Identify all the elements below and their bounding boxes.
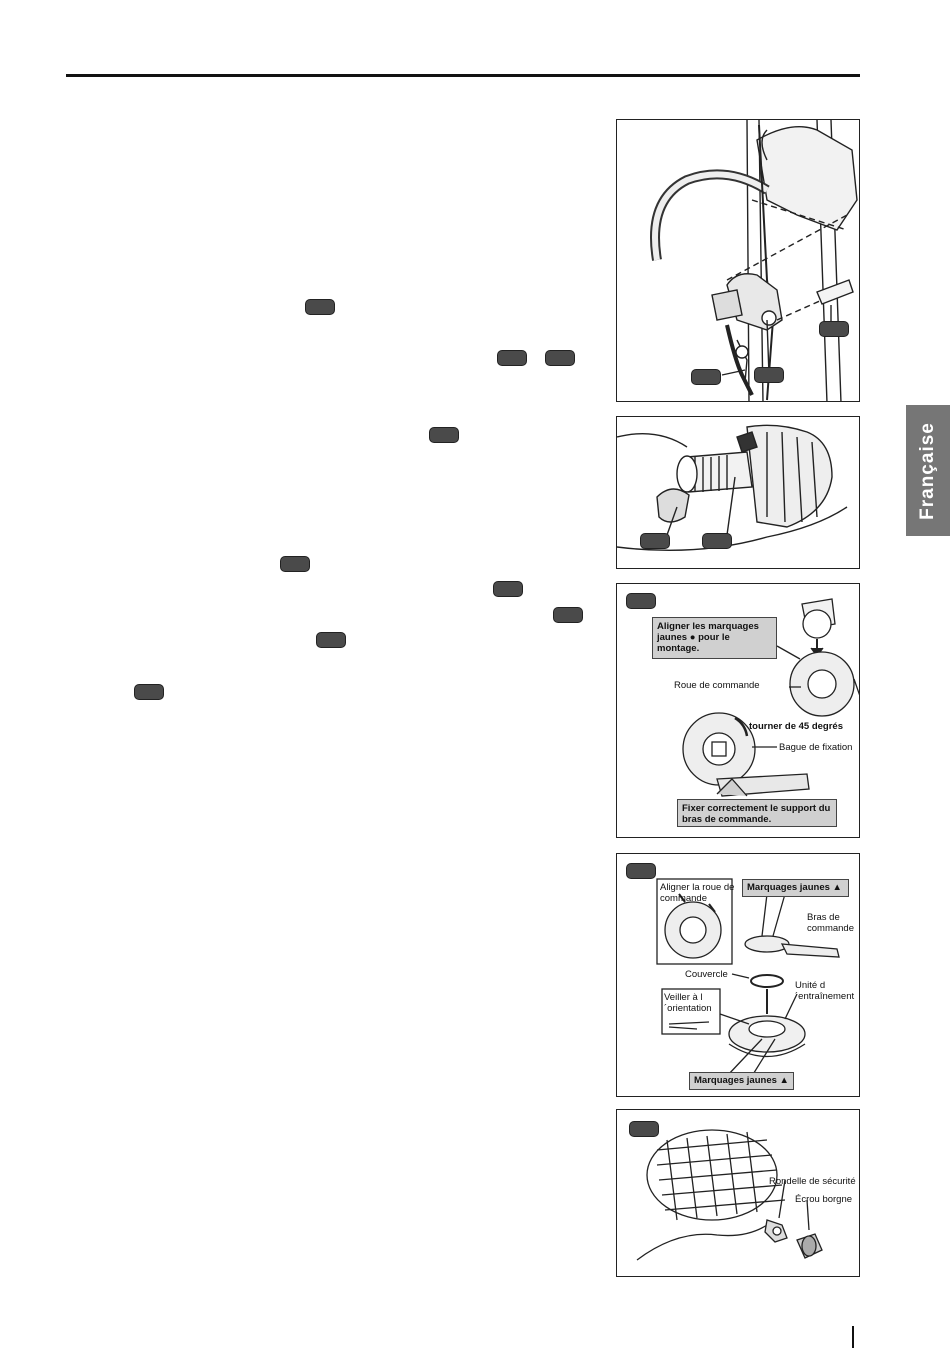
figure-badge	[702, 533, 732, 549]
figure-badge	[640, 533, 670, 549]
label-cover: Couvercle	[685, 969, 728, 980]
step-badge	[553, 607, 583, 623]
step-badge	[305, 299, 335, 315]
label-control-arm: Bras de commande	[807, 912, 854, 934]
language-tab: Française	[906, 405, 950, 536]
label-drive-unit: Unité d´entraînement	[795, 980, 855, 1002]
callout-align-marks: Aligner les marquages jaunes ● pour le m…	[652, 617, 777, 659]
figure-drive-unit: Aligner la roue de commande Marquages ja…	[616, 853, 860, 1097]
figure-brake-assembly	[616, 119, 860, 402]
label-mind-orientation: Veiller à l´orientation	[664, 992, 712, 1014]
callout-fix-support: Fixer correctement le support du bras de…	[677, 799, 837, 827]
step-badge	[429, 427, 459, 443]
hub-nut-drawing	[636, 1129, 823, 1261]
label-rotate-45: tourner de 45 degrés	[749, 721, 843, 732]
axle-closeup-drawing	[617, 424, 848, 552]
figure-axle-closeup	[616, 416, 860, 569]
figure-badge	[626, 863, 656, 879]
header-rule	[66, 74, 860, 77]
step-badge	[134, 684, 164, 700]
figure-badge	[754, 367, 784, 383]
label-cap-nut: Écrou borgne	[795, 1194, 853, 1205]
label-fixing-ring: Bague de fixation	[779, 742, 853, 753]
brake-assembly-drawing	[650, 120, 858, 401]
page-number-bar	[852, 1326, 854, 1348]
callout-yellow-marks-top: Marquages jaunes ▲	[742, 879, 849, 897]
figure-badge	[626, 593, 656, 609]
drive-unit-drawing	[656, 878, 840, 1077]
language-tab-label: Française	[917, 421, 939, 520]
step-badge	[316, 632, 346, 648]
figure-badge	[629, 1121, 659, 1137]
control-wheel-drawing	[682, 598, 859, 797]
callout-yellow-marks-bottom: Marquages jaunes ▲	[689, 1072, 794, 1090]
figure-badge	[691, 369, 721, 385]
figure-hub-nut: Rondelle de sécurité Écrou borgne	[616, 1109, 860, 1277]
step-badge	[545, 350, 575, 366]
step-badge	[497, 350, 527, 366]
figure-badge	[819, 321, 849, 337]
label-lock-washer: Rondelle de sécurité	[769, 1176, 856, 1187]
label-control-wheel: Roue de commande	[674, 680, 760, 691]
step-badge	[280, 556, 310, 572]
step-badge	[493, 581, 523, 597]
label-align-control-wheel: Aligner la roue de commande	[660, 882, 735, 904]
figure-control-wheel: Aligner les marquages jaunes ● pour le m…	[616, 583, 860, 838]
